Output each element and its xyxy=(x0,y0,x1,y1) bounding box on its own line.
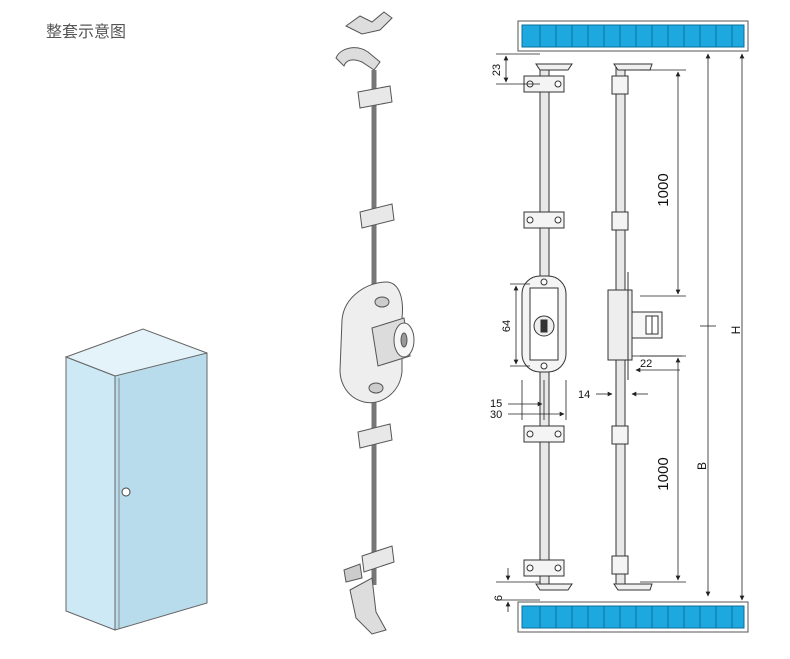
dim-offset-15: 15 xyxy=(490,398,502,410)
dimension-lines xyxy=(496,53,745,612)
dim-lock-height: 64 xyxy=(501,320,513,332)
dim-bottom-offset: 6 xyxy=(493,595,505,601)
cabinet-handle-icon xyxy=(121,487,131,497)
dim-offset-14: 14 xyxy=(578,389,590,401)
dim-offset-22: 22 xyxy=(640,358,652,370)
dim-top-offset: 23 xyxy=(491,64,503,76)
dim-upper-length: 1000 xyxy=(655,173,672,206)
front-view-drawing xyxy=(517,20,749,633)
dim-label-b: B xyxy=(695,462,709,470)
diagram-title: 整套示意图 xyxy=(46,22,127,41)
dim-lower-length: 1000 xyxy=(655,457,672,490)
dim-label-h: H xyxy=(729,326,743,335)
cabinet-illustration xyxy=(64,328,208,631)
rod-lock-3d-illustration xyxy=(335,11,415,635)
dim-offset-30: 30 xyxy=(490,409,502,421)
